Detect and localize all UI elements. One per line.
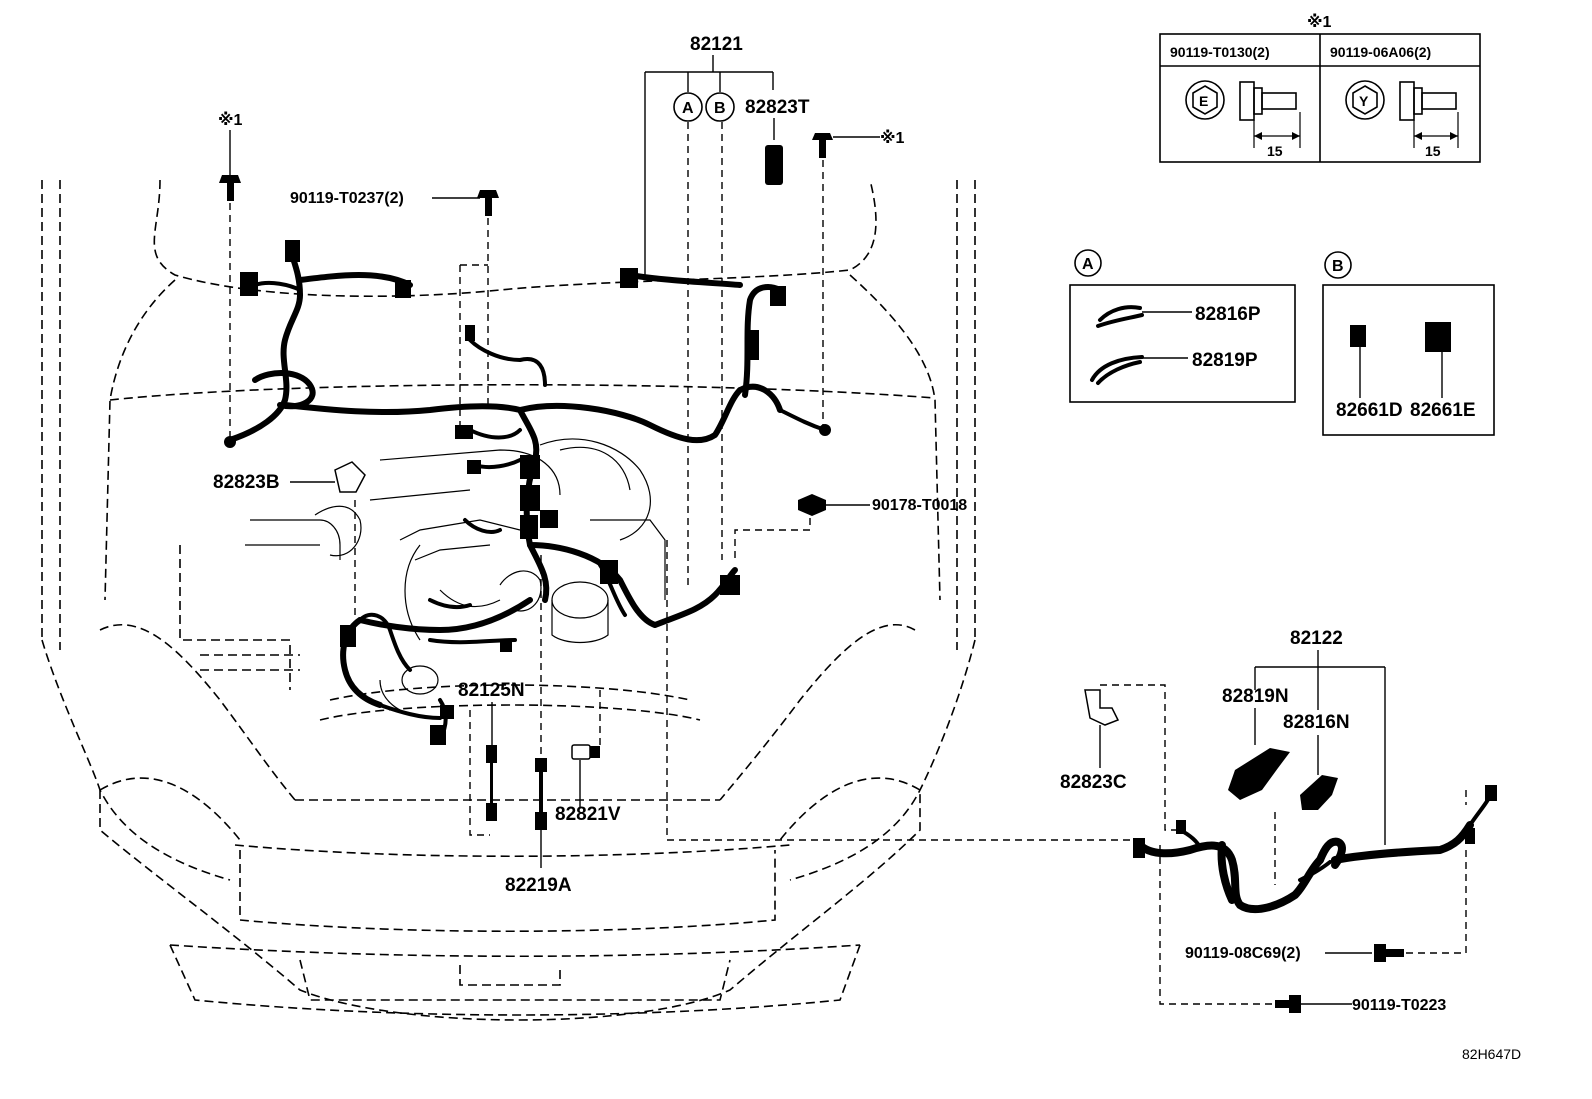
label-82821V: 82821V	[555, 804, 621, 825]
bolt-head-letter-e: E	[1199, 93, 1208, 109]
table-header-col1: 90119-T0130(2)	[1170, 44, 1270, 60]
note-mark-right: ※1	[880, 129, 905, 147]
label-90119-T0237: 90119-T0237(2)	[290, 190, 404, 207]
label-82819P: 82819P	[1192, 350, 1258, 371]
bolt-dimension-col2: 15	[1425, 143, 1441, 159]
fuse-82125N-icon[interactable]	[486, 745, 497, 763]
label-82661D: 82661D	[1336, 400, 1403, 421]
label-82816P: 82816P	[1195, 304, 1261, 325]
engine-components	[245, 438, 666, 716]
callout-82121: 82121 A B 82823T	[644, 34, 810, 590]
relay-block-82823B-icon[interactable]	[334, 461, 366, 493]
callout-90178-T0018: 90178-T0018	[734, 494, 967, 560]
callout-90119-T0237: 90119-T0237(2)	[290, 190, 499, 425]
label-82819N: 82819N	[1222, 686, 1289, 707]
clip-82816P-icon[interactable]	[1098, 305, 1142, 322]
connector-82661D-icon[interactable]	[1350, 325, 1366, 347]
circle-b-letter: B	[714, 100, 726, 117]
reference-circle-a-icon	[673, 92, 703, 122]
note-mark-left: ※1	[218, 111, 243, 129]
bolt-Y-icon	[1345, 80, 1457, 121]
bolt-E-icon	[1185, 80, 1297, 121]
nut-icon[interactable]	[798, 494, 826, 516]
callout-90119-08C69: 90119-08C69(2)	[1185, 845, 1467, 962]
label-82125N: 82125N	[458, 680, 525, 701]
table-header-col2: 90119-06A06(2)	[1330, 44, 1431, 60]
bolt-08C69-icon[interactable]	[1374, 944, 1386, 962]
callout-82823B: 82823B	[213, 461, 366, 620]
label-82823C: 82823C	[1060, 772, 1127, 793]
label-90119-T0223: 90119-T0223	[1352, 997, 1446, 1014]
vehicle-body-outline	[41, 179, 976, 1021]
relay-82821V-icon[interactable]	[571, 744, 591, 760]
callout-82823C: 82823C	[1060, 684, 1185, 831]
detail-b-letter: B	[1332, 258, 1344, 275]
callout-90119-T0223: 90119-T0223	[1159, 845, 1446, 1014]
label-82121: 82121	[690, 34, 743, 55]
grommet-82816N-icon[interactable]	[1300, 775, 1338, 810]
fuse-82219A-icon[interactable]	[535, 758, 547, 772]
connection-line	[666, 540, 1130, 841]
label-82219A: 82219A	[505, 875, 572, 896]
circle-a-letter: A	[682, 100, 694, 117]
label-82122: 82122	[1290, 628, 1343, 649]
grommet-82819N-icon[interactable]	[1228, 748, 1290, 800]
table-note-mark: ※1	[1307, 13, 1332, 31]
callout-fuse-group: 82125N 82219A 82821V	[458, 555, 621, 896]
clip-82819P-icon[interactable]	[1090, 355, 1144, 382]
bolt-head-letter-y: Y	[1359, 93, 1369, 109]
label-90119-08C69: 90119-08C69(2)	[1185, 945, 1301, 962]
detail-a-letter: A	[1082, 256, 1094, 273]
harness-82122[interactable]	[1133, 785, 1497, 914]
bolt-dimension-col1: 15	[1267, 143, 1283, 159]
reference-circle-b-icon	[705, 92, 735, 122]
diagram-code: 82H647D	[1462, 1046, 1521, 1062]
connector-82823T-icon[interactable]	[765, 145, 783, 185]
callout-82122: 82122 82819N 82816N	[1222, 628, 1386, 845]
bolt-T0223-icon[interactable]	[1289, 995, 1301, 1013]
label-82661E: 82661E	[1410, 400, 1476, 421]
label-82823B: 82823B	[213, 472, 280, 493]
bracket-82823C-icon[interactable]	[1084, 689, 1120, 726]
label-82816N: 82816N	[1283, 712, 1350, 733]
detail-a: A 82816P 82819P	[1069, 249, 1296, 403]
bolt-table: ※1 90119-T0130(2) 90119-06A06(2) E 15 Y …	[1159, 13, 1481, 163]
bolt-icon[interactable]	[477, 190, 499, 198]
bolt-note1-left[interactable]: ※1	[218, 111, 243, 440]
bolt-note1-right[interactable]: ※1	[812, 129, 905, 425]
label-90178-T0018: 90178-T0018	[872, 497, 967, 514]
label-82823T: 82823T	[745, 97, 810, 118]
connector-82661E-icon[interactable]	[1425, 322, 1451, 352]
engine-wire-harness[interactable]	[224, 240, 831, 745]
detail-b: B 82661D 82661E	[1322, 251, 1495, 436]
